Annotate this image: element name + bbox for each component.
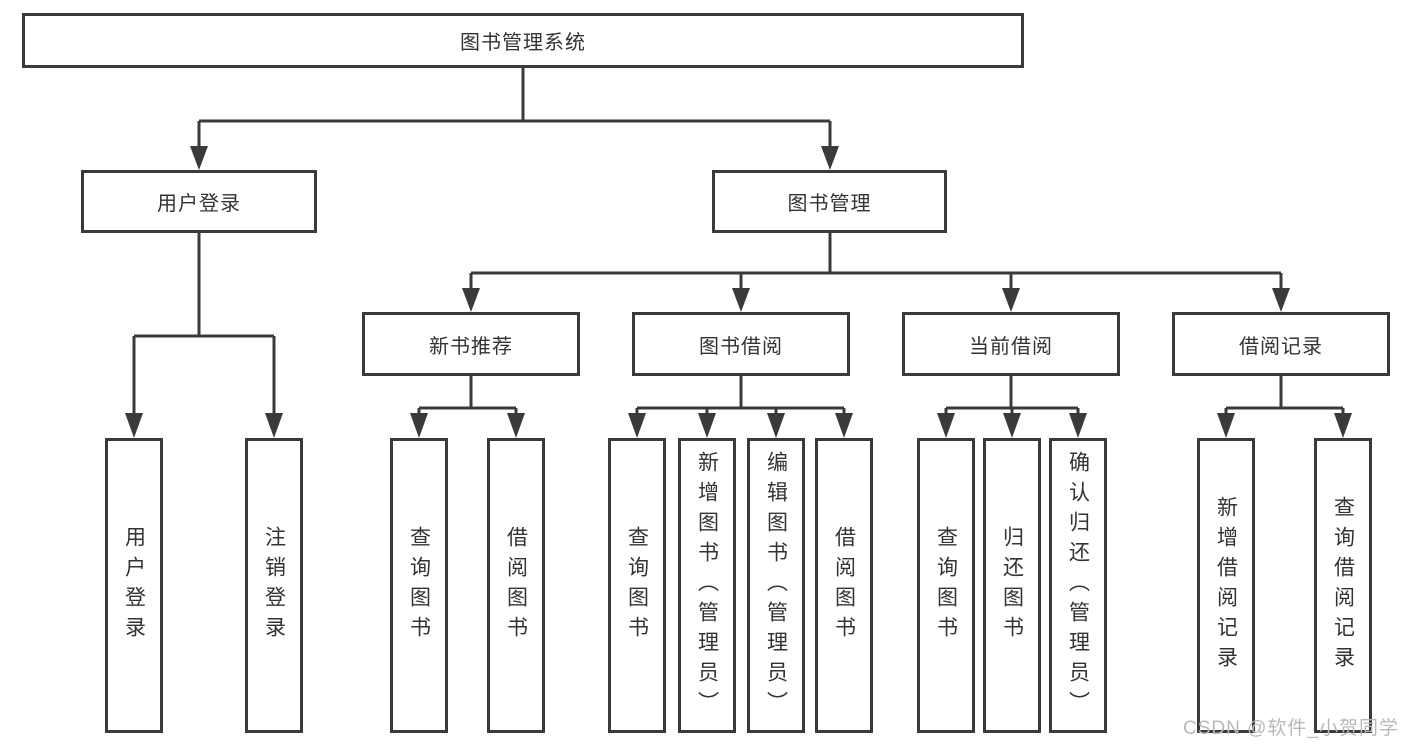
node-user-login: 用户登录 (81, 170, 317, 233)
node-leaf-bb-borrow-books-label: 借阅图书 (832, 525, 856, 646)
node-borrow-records-label: 借阅记录 (1239, 335, 1323, 358)
node-new-books: 新书推荐 (362, 312, 580, 376)
node-root: 图书管理系统 (22, 13, 1024, 68)
node-book-management-label: 图书管理 (787, 193, 872, 215)
node-leaf-bb-edit-books-label: 编辑图书（管理员） (764, 450, 788, 721)
node-book-borrow-label: 图书借阅 (699, 335, 783, 358)
node-leaf-logout: 注销登录 (245, 438, 303, 733)
node-book-management: 图书管理 (712, 170, 947, 233)
node-leaf-bb-query-books-label: 查询图书 (625, 525, 649, 646)
node-leaf-cb-return-books: 归还图书 (983, 438, 1041, 733)
node-current-borrow-label: 当前借阅 (969, 335, 1053, 358)
node-leaf-bb-query-books: 查询图书 (608, 438, 666, 733)
node-book-borrow: 图书借阅 (632, 312, 850, 376)
node-leaf-nb-borrow-books: 借阅图书 (487, 438, 545, 733)
node-leaf-nb-query-books-label: 查询图书 (407, 525, 431, 646)
node-leaf-cb-confirm-return: 确认归还（管理员） (1049, 438, 1107, 733)
node-leaf-bb-borrow-books: 借阅图书 (815, 438, 873, 733)
node-new-books-label: 新书推荐 (429, 335, 513, 358)
node-leaf-nb-borrow-books-label: 借阅图书 (504, 525, 528, 646)
node-leaf-cb-query-books-label: 查询图书 (934, 525, 958, 646)
node-leaf-user-login-label: 用户登录 (122, 525, 146, 646)
node-leaf-bb-add-books: 新增图书（管理员） (678, 438, 736, 733)
node-leaf-bb-add-books-label: 新增图书（管理员） (695, 450, 719, 721)
node-borrow-records: 借阅记录 (1172, 312, 1390, 376)
node-leaf-user-login: 用户登录 (105, 438, 163, 733)
node-leaf-cb-return-books-label: 归还图书 (1000, 525, 1024, 646)
node-leaf-nb-query-books: 查询图书 (390, 438, 448, 733)
node-leaf-cb-confirm-return-label: 确认归还（管理员） (1066, 450, 1090, 721)
node-root-label: 图书管理系统 (460, 32, 586, 54)
node-leaf-cb-query-books: 查询图书 (917, 438, 975, 733)
node-current-borrow: 当前借阅 (902, 312, 1120, 376)
node-leaf-br-query-record-label: 查询借阅记录 (1331, 495, 1355, 676)
node-user-login-label: 用户登录 (157, 193, 241, 215)
node-leaf-logout-label: 注销登录 (262, 525, 286, 646)
node-leaf-br-add-record: 新增借阅记录 (1197, 438, 1255, 733)
node-leaf-br-query-record: 查询借阅记录 (1314, 438, 1372, 733)
watermark: CSDN @软件_小贺同学 (1183, 718, 1399, 739)
node-leaf-bb-edit-books: 编辑图书（管理员） (747, 438, 805, 733)
node-leaf-br-add-record-label: 新增借阅记录 (1214, 495, 1238, 676)
